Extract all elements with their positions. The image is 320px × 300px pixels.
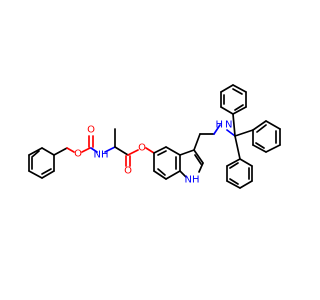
atom-label-amine-nh: H N	[216, 120, 233, 131]
molecule-structure: O O NH O O H N NH	[28, 84, 281, 189]
atom-label-indole-nh: NH	[185, 175, 200, 186]
bond-o-carbamate-c	[81, 147, 91, 153]
trityl-phenyl-right	[252, 120, 281, 153]
bond-ch2-nh	[213, 124, 221, 135]
atom-label-ester-carbonyl-o: O	[124, 166, 132, 177]
bond-ch2-o	[66, 147, 75, 153]
bond-phenyl-ch2	[53, 147, 68, 156]
atom-labels: O O NH O O H N NH	[74, 120, 232, 186]
atom-label-carbamate-carbonyl-o: O	[87, 125, 95, 136]
bond-carbamate-c-n	[90, 147, 98, 153]
trityl-phenyl-top	[220, 84, 247, 115]
bond-ester-c-o	[127, 149, 139, 156]
trityl-phenyl-bottom	[226, 158, 253, 189]
bond-nh-trityl-c	[226, 129, 236, 137]
bond-trityl-phenyl-right	[234, 129, 254, 137]
bond-n-alpha-c	[104, 146, 116, 153]
benzyl-phenyl-ring	[28, 147, 55, 179]
bond-alpha-c-carbonyl-c	[114, 146, 129, 156]
bond-trityl-phenyl-bottom	[234, 135, 241, 160]
indole-benzene-ring	[153, 146, 181, 180]
bond-o-indole-c5	[145, 147, 155, 154]
atom-label-carbamate-o: O	[74, 149, 82, 160]
atom-label-ester-o: O	[138, 143, 146, 154]
atom-label-carbamate-nh: NH	[94, 150, 109, 161]
indole-pyrrole-ring	[179, 149, 204, 178]
bond-c3-ch2	[193, 133, 201, 151]
bonds	[28, 84, 281, 189]
bond-trityl-phenyl-top	[232, 113, 236, 137]
